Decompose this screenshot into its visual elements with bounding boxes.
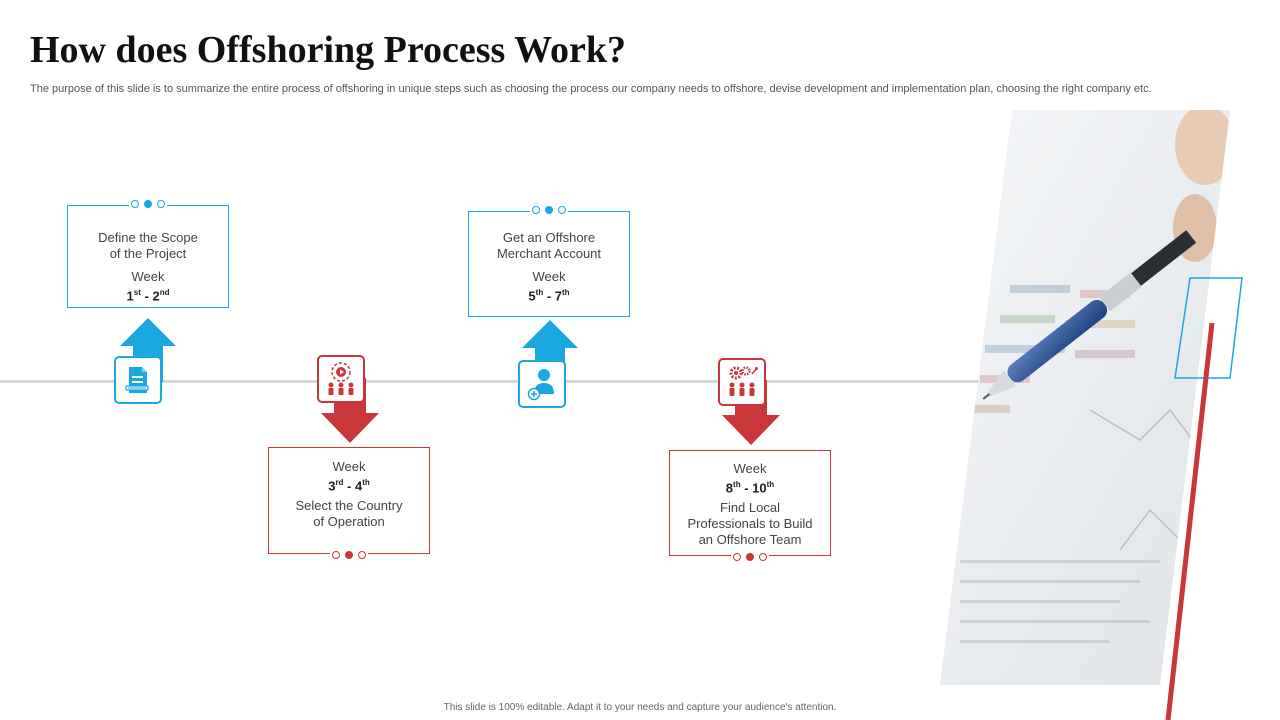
step-4-box: Week 8th - 10th Find Local Professionals… [669,450,831,561]
step-1-box: Define the Scope of the Project Week 1st… [67,200,229,308]
team-gears-icon [729,366,758,396]
step-1-title-line-1: Define the Scope [98,230,198,245]
step-4-title-line-1: Find Local [720,500,780,516]
step-3-dots [530,206,568,214]
step-1-week-label: Week [131,269,165,284]
step-2-title-line-1: Select the Country [295,498,403,514]
slide-title: How does Offshoring Process Work? [30,29,627,71]
step-2-title-line-2: of Operation [313,514,385,530]
step-3-title-line-2: Merchant Account [496,246,602,261]
step-2-box: Week 3rd - 4th Select the Country of Ope… [268,447,430,559]
step-1-icon-box [114,356,162,404]
step-2-icon-box [317,355,365,403]
slide-subtitle: The purpose of this slide is to summariz… [30,83,1152,95]
step-4-title-line-3: an Offshore Team [698,532,802,548]
step-3-week-range: 5th - 7th [528,288,570,304]
step-3-title-line-1: Get an Offshore [502,230,596,245]
footer-note: This slide is 100% editable. Adapt it to… [443,702,837,713]
step-3-box: Get an Offshore Merchant Account Week 5t… [468,206,630,317]
step-4-icon-box [718,358,766,406]
target-team-icon [328,362,354,395]
step-4-dots [731,553,769,561]
timeline-line [0,380,980,383]
document-pen-icon [125,367,149,393]
step-4-week-range: 8th - 10th [725,480,775,496]
step-1-week-range: 1st - 2nd [126,288,170,304]
step-4-week-label: Week [733,461,767,476]
step-1-title-line-2: of the Project [109,246,187,261]
step-3-week-label: Week [532,269,566,284]
step-1-dots [129,200,167,208]
pen-on-chart-photo [940,110,1243,720]
step-3-icon-box [518,360,566,408]
step-2-week-range: 3rd - 4th [328,478,370,494]
step-4-title-line-2: Professionals to Build [687,516,813,532]
step-2-week-label: Week [332,459,366,474]
step-2-dots [330,551,368,559]
add-user-icon [527,369,554,401]
